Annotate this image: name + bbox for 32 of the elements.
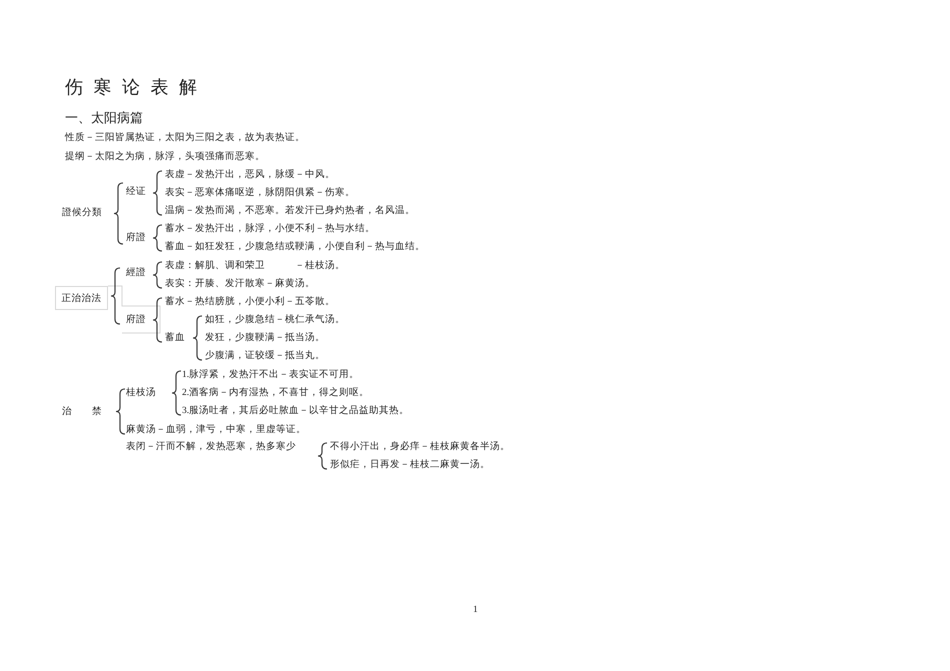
title: 伤 寒 论 表 解 xyxy=(65,76,200,98)
text-line: 1.脉浮紧，发热汗不出－表实证不可用。 xyxy=(182,369,360,381)
category-label: 治 禁 xyxy=(62,406,102,418)
text-line: 表虚：解肌、调和荣卫 －桂枝汤。 xyxy=(165,260,345,272)
text-line: 发狂，少腹鞕满－抵当汤。 xyxy=(205,332,325,344)
text-line: 2.酒客病－内有湿热，不喜甘，得之则呕。 xyxy=(182,387,370,399)
text-line: 性质－三阳皆属热证，太阳为三阳之表，故为表热证。 xyxy=(65,132,305,144)
text-line: 表实－恶寒体痛呕逆，脉阴阳俱紧－伤寒。 xyxy=(165,187,355,199)
text-line: 形似疟，日再发－桂枝二麻黄一汤。 xyxy=(330,459,490,471)
label-box: 正治治法 xyxy=(55,286,108,310)
text-line: 如狂，少腹急结－桃仁承气汤。 xyxy=(205,314,345,326)
text-line: 3.服汤吐者，其后必吐脓血－以辛甘之品益助其热。 xyxy=(182,405,410,417)
category-label: 蓄血 xyxy=(165,332,185,344)
category-label: 府證 xyxy=(126,232,146,244)
text-line: 麻黄汤－血弱，津亏，中寒，里虚等证。 xyxy=(126,424,306,436)
category-label: 府證 xyxy=(126,314,146,326)
category-label: 經證 xyxy=(126,267,146,279)
text-line: 表实：开腠、发汗散寒－麻黄汤。 xyxy=(165,278,315,290)
category-label: 證候分類 xyxy=(62,207,102,219)
text-line: 提纲－太阳之为病，脉浮，头项强痛而恶寒。 xyxy=(65,151,265,163)
text-line: 少腹满，证较缓－抵当丸。 xyxy=(205,350,325,362)
text-line: 温病－发热而渴，不恶寒。若发汗已身灼热者，名风温。 xyxy=(165,205,415,217)
category-label: 桂枝汤 xyxy=(126,387,156,399)
text-line: 蓄水－发热汗出，脉浮，小便不利－热与水结。 xyxy=(165,223,375,235)
category-label: 经证 xyxy=(126,186,146,198)
text-line: 蓄水－热结膀胱，小便小利－五苓散。 xyxy=(165,296,335,308)
text-line: 表虚－发热汗出，恶风，脉缓－中风。 xyxy=(165,169,335,181)
page-number: 1 xyxy=(473,604,478,616)
section-heading: 一、太阳病篇 xyxy=(65,110,143,126)
text-line: 蓄血－如狂发狂，少腹急结或鞕满，小便自利－热与血结。 xyxy=(165,241,425,253)
text-line: 不得小汗出，身必痒－桂枝麻黄各半汤。 xyxy=(330,441,510,453)
text-line: 表闭－汗而不解，发热恶寒，热多寒少 xyxy=(126,441,296,453)
